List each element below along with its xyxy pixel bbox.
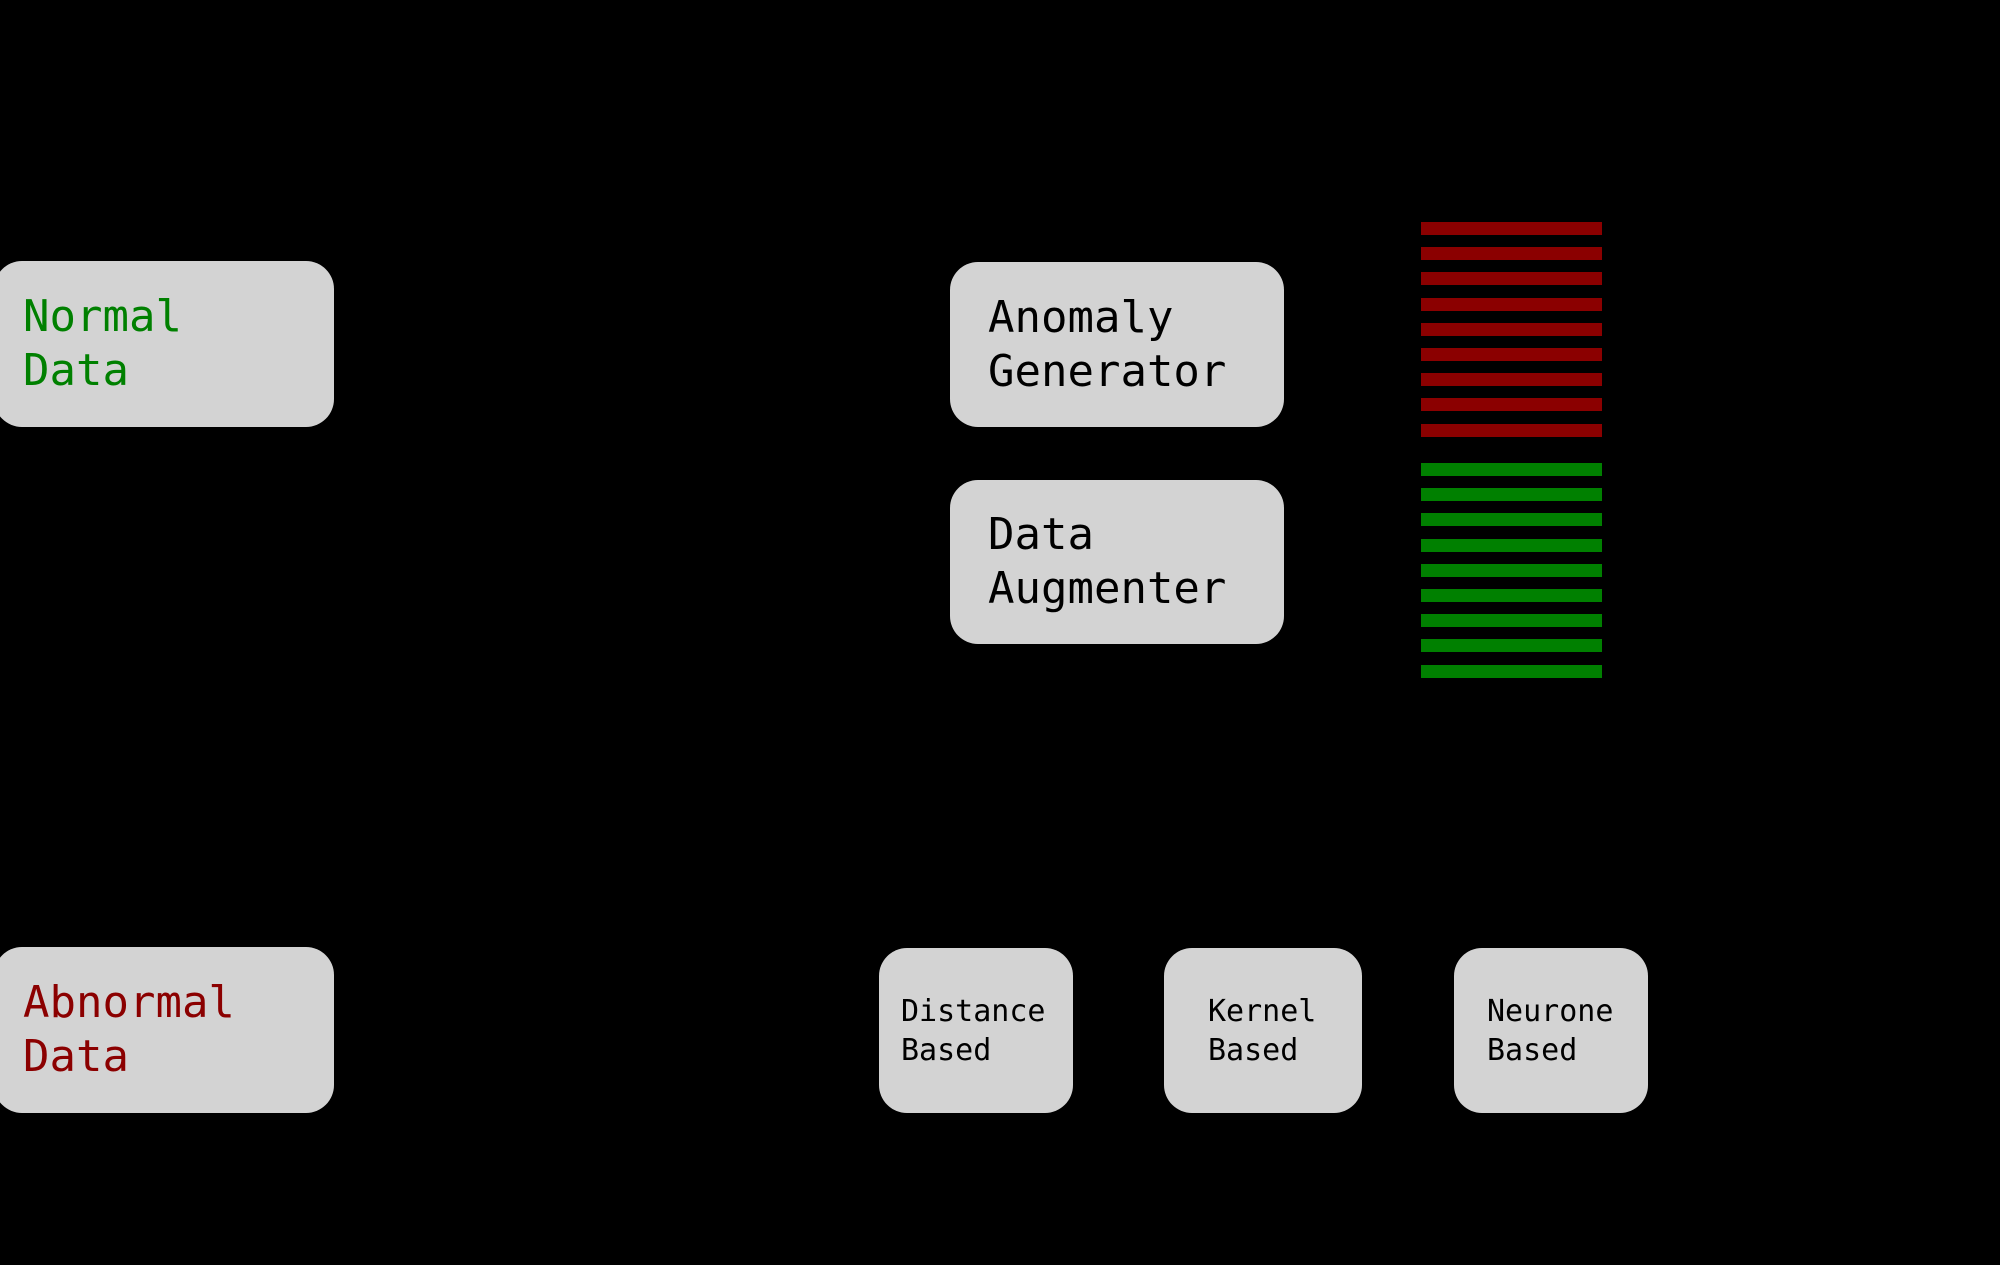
- data-row-stripe: [1421, 538, 1602, 552]
- data-row-stripe: [1421, 398, 1602, 412]
- data-row-stripe: [1421, 297, 1602, 311]
- abnormal-data-label: Abnormal Data: [23, 977, 235, 1082]
- augmented-data-stripes: [1421, 463, 1602, 678]
- data-row-stripe: [1421, 322, 1602, 336]
- kernel-based-label: Kernel Based: [1208, 993, 1317, 1068]
- neurone-based-label: Neurone Based: [1487, 993, 1614, 1068]
- anomaly-generator-box: Anomaly Generator: [950, 262, 1284, 427]
- data-row-stripe: [1421, 588, 1602, 602]
- kernel-based-box: Kernel Based: [1164, 948, 1362, 1113]
- anomalous-data-stripes: [1421, 222, 1602, 437]
- data-row-stripe: [1421, 463, 1602, 476]
- normal-data-box: Normal Data: [0, 261, 334, 427]
- data-row-stripe: [1421, 272, 1602, 286]
- data-row-stripe: [1421, 373, 1602, 387]
- data-row-stripe: [1421, 347, 1602, 361]
- data-augmenter-label: Data Augmenter: [988, 509, 1227, 614]
- anomaly-generator-label: Anomaly Generator: [988, 291, 1227, 397]
- data-row-stripe: [1421, 513, 1602, 527]
- data-row-stripe: [1421, 639, 1602, 653]
- distance-based-box: Distance Based: [879, 948, 1073, 1113]
- neurone-based-box: Neurone Based: [1454, 948, 1648, 1113]
- data-row-stripe: [1421, 614, 1602, 628]
- data-row-stripe: [1421, 664, 1602, 678]
- data-row-stripe: [1421, 563, 1602, 577]
- data-row-stripe: [1421, 222, 1602, 235]
- data-row-stripe: [1421, 423, 1602, 437]
- data-row-stripe: [1421, 247, 1602, 261]
- data-augmenter-box: Data Augmenter: [950, 480, 1284, 644]
- distance-based-label: Distance Based: [901, 993, 1046, 1068]
- abnormal-data-box: Abnormal Data: [0, 947, 334, 1113]
- normal-data-label: Normal Data: [23, 291, 182, 396]
- data-row-stripe: [1421, 488, 1602, 502]
